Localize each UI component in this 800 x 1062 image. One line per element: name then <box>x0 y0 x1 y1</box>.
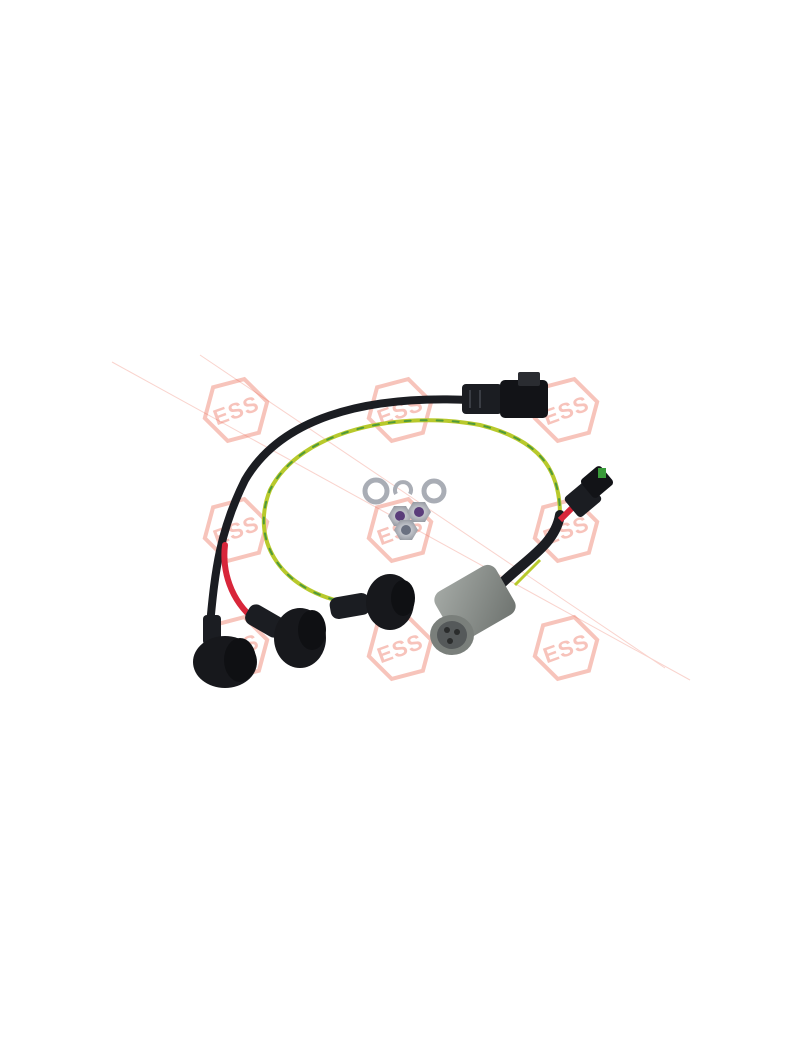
terminal-boot-3 <box>329 574 415 630</box>
side-plug-connector <box>564 466 614 517</box>
watermark-label: ESS <box>210 391 263 431</box>
grey-round-connector <box>430 564 516 655</box>
yellow-green-wire <box>261 418 562 602</box>
terminal-boot-1 <box>193 615 257 688</box>
watermark-label: ESS <box>374 629 427 669</box>
connector-cable <box>495 510 565 590</box>
top-plug-connector <box>462 372 548 418</box>
hardware-nuts-washers <box>362 477 447 540</box>
terminal-boot-2 <box>245 604 326 668</box>
watermark-label: ESS <box>540 629 593 669</box>
black-cable <box>206 395 474 629</box>
